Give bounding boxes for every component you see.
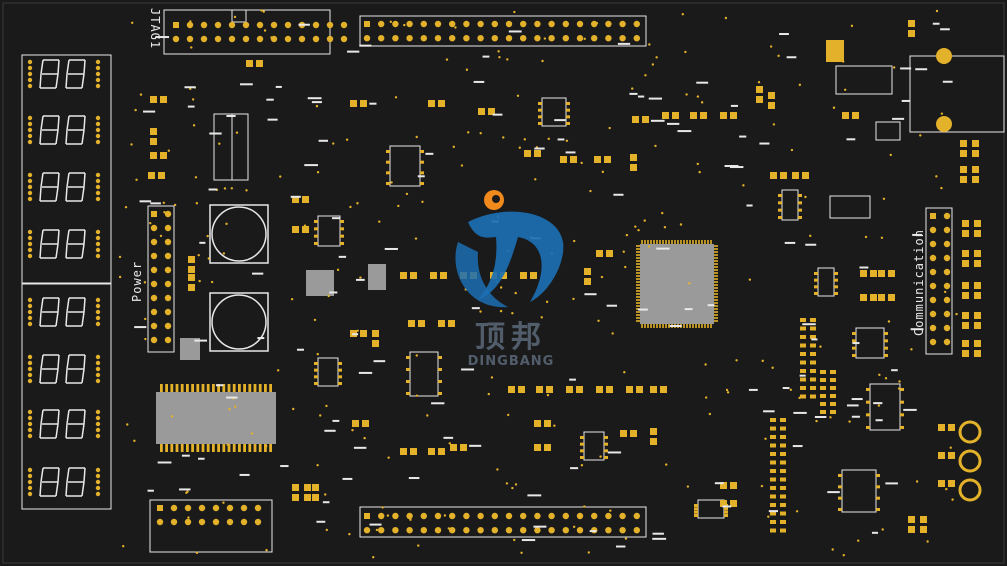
logo-english-text: DINGBANG	[467, 354, 555, 369]
communication-label: Communication	[912, 229, 926, 336]
power-label: Power	[130, 260, 144, 302]
jtag-label: JTAG1	[148, 8, 162, 50]
logo-chinese-text: 顶邦	[475, 320, 547, 355]
company-logo-icon	[455, 190, 564, 308]
